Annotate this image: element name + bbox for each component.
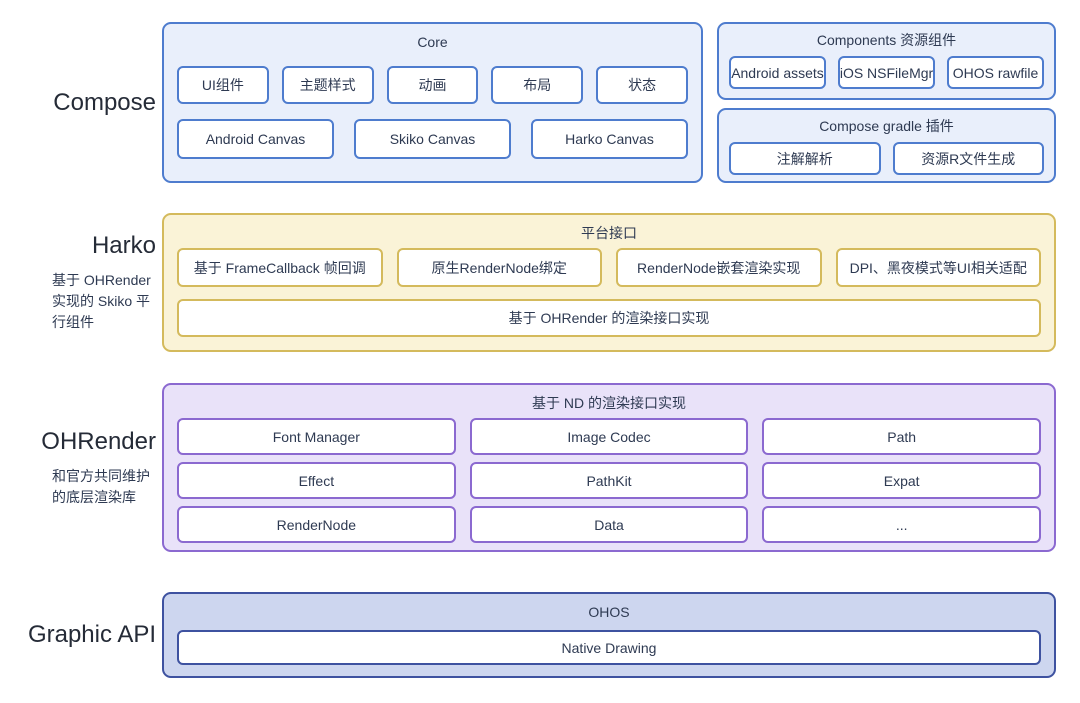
cell: 原生RenderNode绑定	[396, 248, 602, 287]
layer-graphic-api: Graphic API OHOS Native Drawing	[0, 592, 1056, 678]
cell: Effect	[177, 462, 456, 499]
layer-title: Compose	[53, 88, 156, 116]
cell: OHOS rawfile	[947, 56, 1044, 89]
layer-title: OHRender	[41, 427, 156, 455]
layer-content: OHOS Native Drawing	[162, 592, 1056, 678]
layer-subtitle: 基于 OHRender 实现的 Skiko 平行组件	[52, 272, 151, 330]
panel-title: Components 资源组件	[816, 32, 957, 48]
panel-title: 平台接口	[581, 225, 637, 241]
layer-content: 平台接口基于 FrameCallback 帧回调原生RenderNode绑定 Re…	[162, 213, 1056, 352]
cell: 动画	[386, 66, 479, 104]
cell: 资源R文件生成	[892, 142, 1044, 175]
cell: iOS NSFileMgr	[838, 56, 935, 89]
panel-row: Android assets iOS NSFileMgr OHOS rawfile	[729, 56, 1044, 89]
panel-row: 基于 OHRender 的渲染接口实现	[177, 299, 1041, 337]
cell: Image Codec	[469, 418, 749, 455]
panel-title: Core	[417, 34, 448, 50]
panel-row: UI组件主题样式动画布局状态	[177, 66, 688, 104]
panel-ohos: OHOS Native Drawing	[162, 592, 1056, 678]
cell: RenderNode嵌套渲染实现	[616, 248, 822, 287]
panel-title: 基于 ND 的渲染接口实现	[532, 395, 686, 411]
cell: 基于 FrameCallback 帧回调	[177, 248, 383, 287]
cell: Harko Canvas	[531, 119, 688, 159]
layer-label-harko: Harko 基于 OHRender 实现的 Skiko 平行组件	[0, 213, 162, 352]
layer-label-compose: Compose	[0, 22, 162, 183]
cell: 主题样式	[281, 66, 374, 104]
cell: Path	[762, 418, 1042, 455]
cell: PathKit	[469, 462, 749, 499]
panel-row: Font Manager Image Codec Path	[177, 418, 1042, 455]
layer-ohrender: OHRender 和官方共同维护的底层渲染库 基于 ND 的渲染接口实现 Font M…	[0, 383, 1056, 552]
panel-components: Components 资源组件 Android assets iOS NSFileM…	[717, 22, 1056, 100]
panel-row: Android Canvas Skiko Canvas Harko Canvas	[177, 119, 688, 159]
cell: 状态	[596, 66, 688, 104]
cell: 基于 OHRender 的渲染接口实现	[177, 299, 1041, 337]
cell: ...	[762, 506, 1042, 543]
cell: Font Manager	[177, 418, 456, 455]
cell: Data	[469, 506, 749, 543]
panel-row: 注解解析资源R文件生成	[729, 142, 1044, 175]
cell: 注解解析	[729, 142, 881, 175]
layer-label-graphic-api: Graphic API	[0, 592, 162, 678]
split-right-column: Components 资源组件 Android assets iOS NSFileM…	[717, 22, 1056, 183]
panel-title: OHOS	[588, 604, 630, 620]
cell: UI组件	[177, 66, 269, 104]
cell: RenderNode	[177, 506, 456, 543]
cell: Android Canvas	[177, 119, 334, 159]
cell: Native Drawing	[177, 630, 1041, 665]
panel-row: Native Drawing	[177, 630, 1041, 665]
cell: Expat	[762, 462, 1042, 499]
layer-title: Harko	[91, 232, 156, 259]
panel-row: Effect PathKit Expat	[177, 462, 1042, 499]
layer-title: Graphic API	[27, 621, 156, 648]
panel-row: 基于 FrameCallback 帧回调原生RenderNode绑定 Render…	[177, 248, 1041, 287]
cell: Skiko Canvas	[354, 119, 511, 159]
cell: DPI、黑夜模式等UI相关适配	[835, 248, 1041, 287]
cell: 布局	[491, 66, 584, 104]
layer-subtitle: 和官方共同维护的底层渲染库	[52, 467, 150, 505]
panel-gradle: Compose gradle 插件注解解析资源R文件生成	[717, 108, 1056, 183]
layer-label-ohrender: OHRender 和官方共同维护的底层渲染库	[0, 383, 162, 552]
panel-title: Compose gradle 插件	[819, 118, 954, 134]
cell: Android assets	[729, 56, 826, 89]
panel-row: RenderNode Data...	[177, 506, 1042, 543]
panel-platform: 平台接口基于 FrameCallback 帧回调原生RenderNode绑定 Re…	[162, 213, 1056, 352]
